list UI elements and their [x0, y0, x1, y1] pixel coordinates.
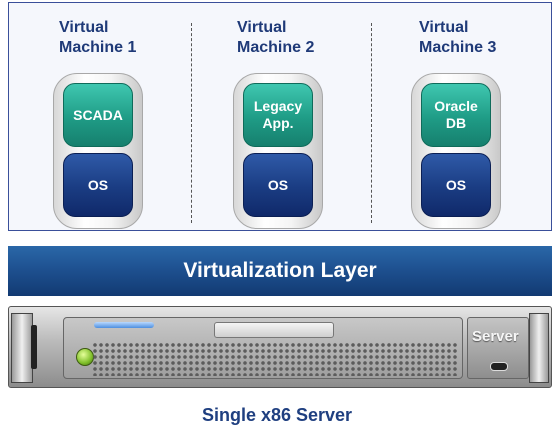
app-label-line2: DB	[445, 115, 467, 131]
vm-title-line1: Virtual	[419, 19, 469, 36]
vm-title-line2: Machine 1	[59, 39, 137, 56]
drive-bay	[214, 322, 334, 338]
server-bezel	[63, 317, 463, 379]
os-label: OS	[87, 177, 109, 193]
server-chassis: Server	[8, 306, 552, 388]
server-label: Server	[472, 328, 519, 345]
vm-stack-3: Oracle DB OS	[411, 73, 501, 229]
diagram-caption: Single x86 Server	[201, 405, 353, 425]
status-light-bar	[94, 322, 154, 328]
vm-stack-2: Legacy App. OS	[233, 73, 323, 229]
vent-grille	[92, 342, 458, 376]
server-badge-panel: Server	[467, 317, 529, 379]
os-label: OS	[445, 177, 467, 193]
app-box-oracle: Oracle DB	[421, 83, 491, 147]
vm-title-line1: Virtual	[59, 19, 109, 36]
vm-title-line1: Virtual	[237, 19, 287, 36]
vm-stack-1: SCADA OS	[53, 73, 143, 229]
vm-divider-2	[371, 23, 372, 223]
vm-title-line2: Machine 2	[237, 39, 315, 56]
rack-handle-left	[31, 325, 37, 369]
vm-title-3: Virtual Machine 3	[419, 18, 496, 58]
app-label-line2: App.	[262, 115, 294, 131]
vm-title-2: Virtual Machine 2	[237, 18, 314, 58]
os-label: OS	[267, 177, 289, 193]
virtual-machines-panel: Virtual Machine 1 SCADA OS Virtual Machi…	[8, 2, 552, 231]
vm-title-1: Virtual Machine 1	[59, 18, 136, 58]
virtualization-layer-label: Virtualization Layer	[183, 259, 377, 282]
os-box-1: OS	[63, 153, 133, 217]
app-label-line1: Legacy	[253, 98, 303, 114]
vm-title-line2: Machine 3	[419, 39, 497, 56]
rack-ear-right	[529, 313, 549, 383]
app-box-scada: SCADA	[63, 83, 133, 147]
eject-slot-icon	[490, 362, 508, 371]
virtualization-layer-bar: Virtualization Layer	[8, 246, 552, 296]
rack-ear-left	[11, 313, 33, 383]
app-label-line1: SCADA	[73, 106, 123, 123]
os-box-3: OS	[421, 153, 491, 217]
os-box-2: OS	[243, 153, 313, 217]
app-label-line1: Oracle	[434, 98, 478, 114]
vm-divider-1	[191, 23, 192, 223]
app-box-legacy: Legacy App.	[243, 83, 313, 147]
